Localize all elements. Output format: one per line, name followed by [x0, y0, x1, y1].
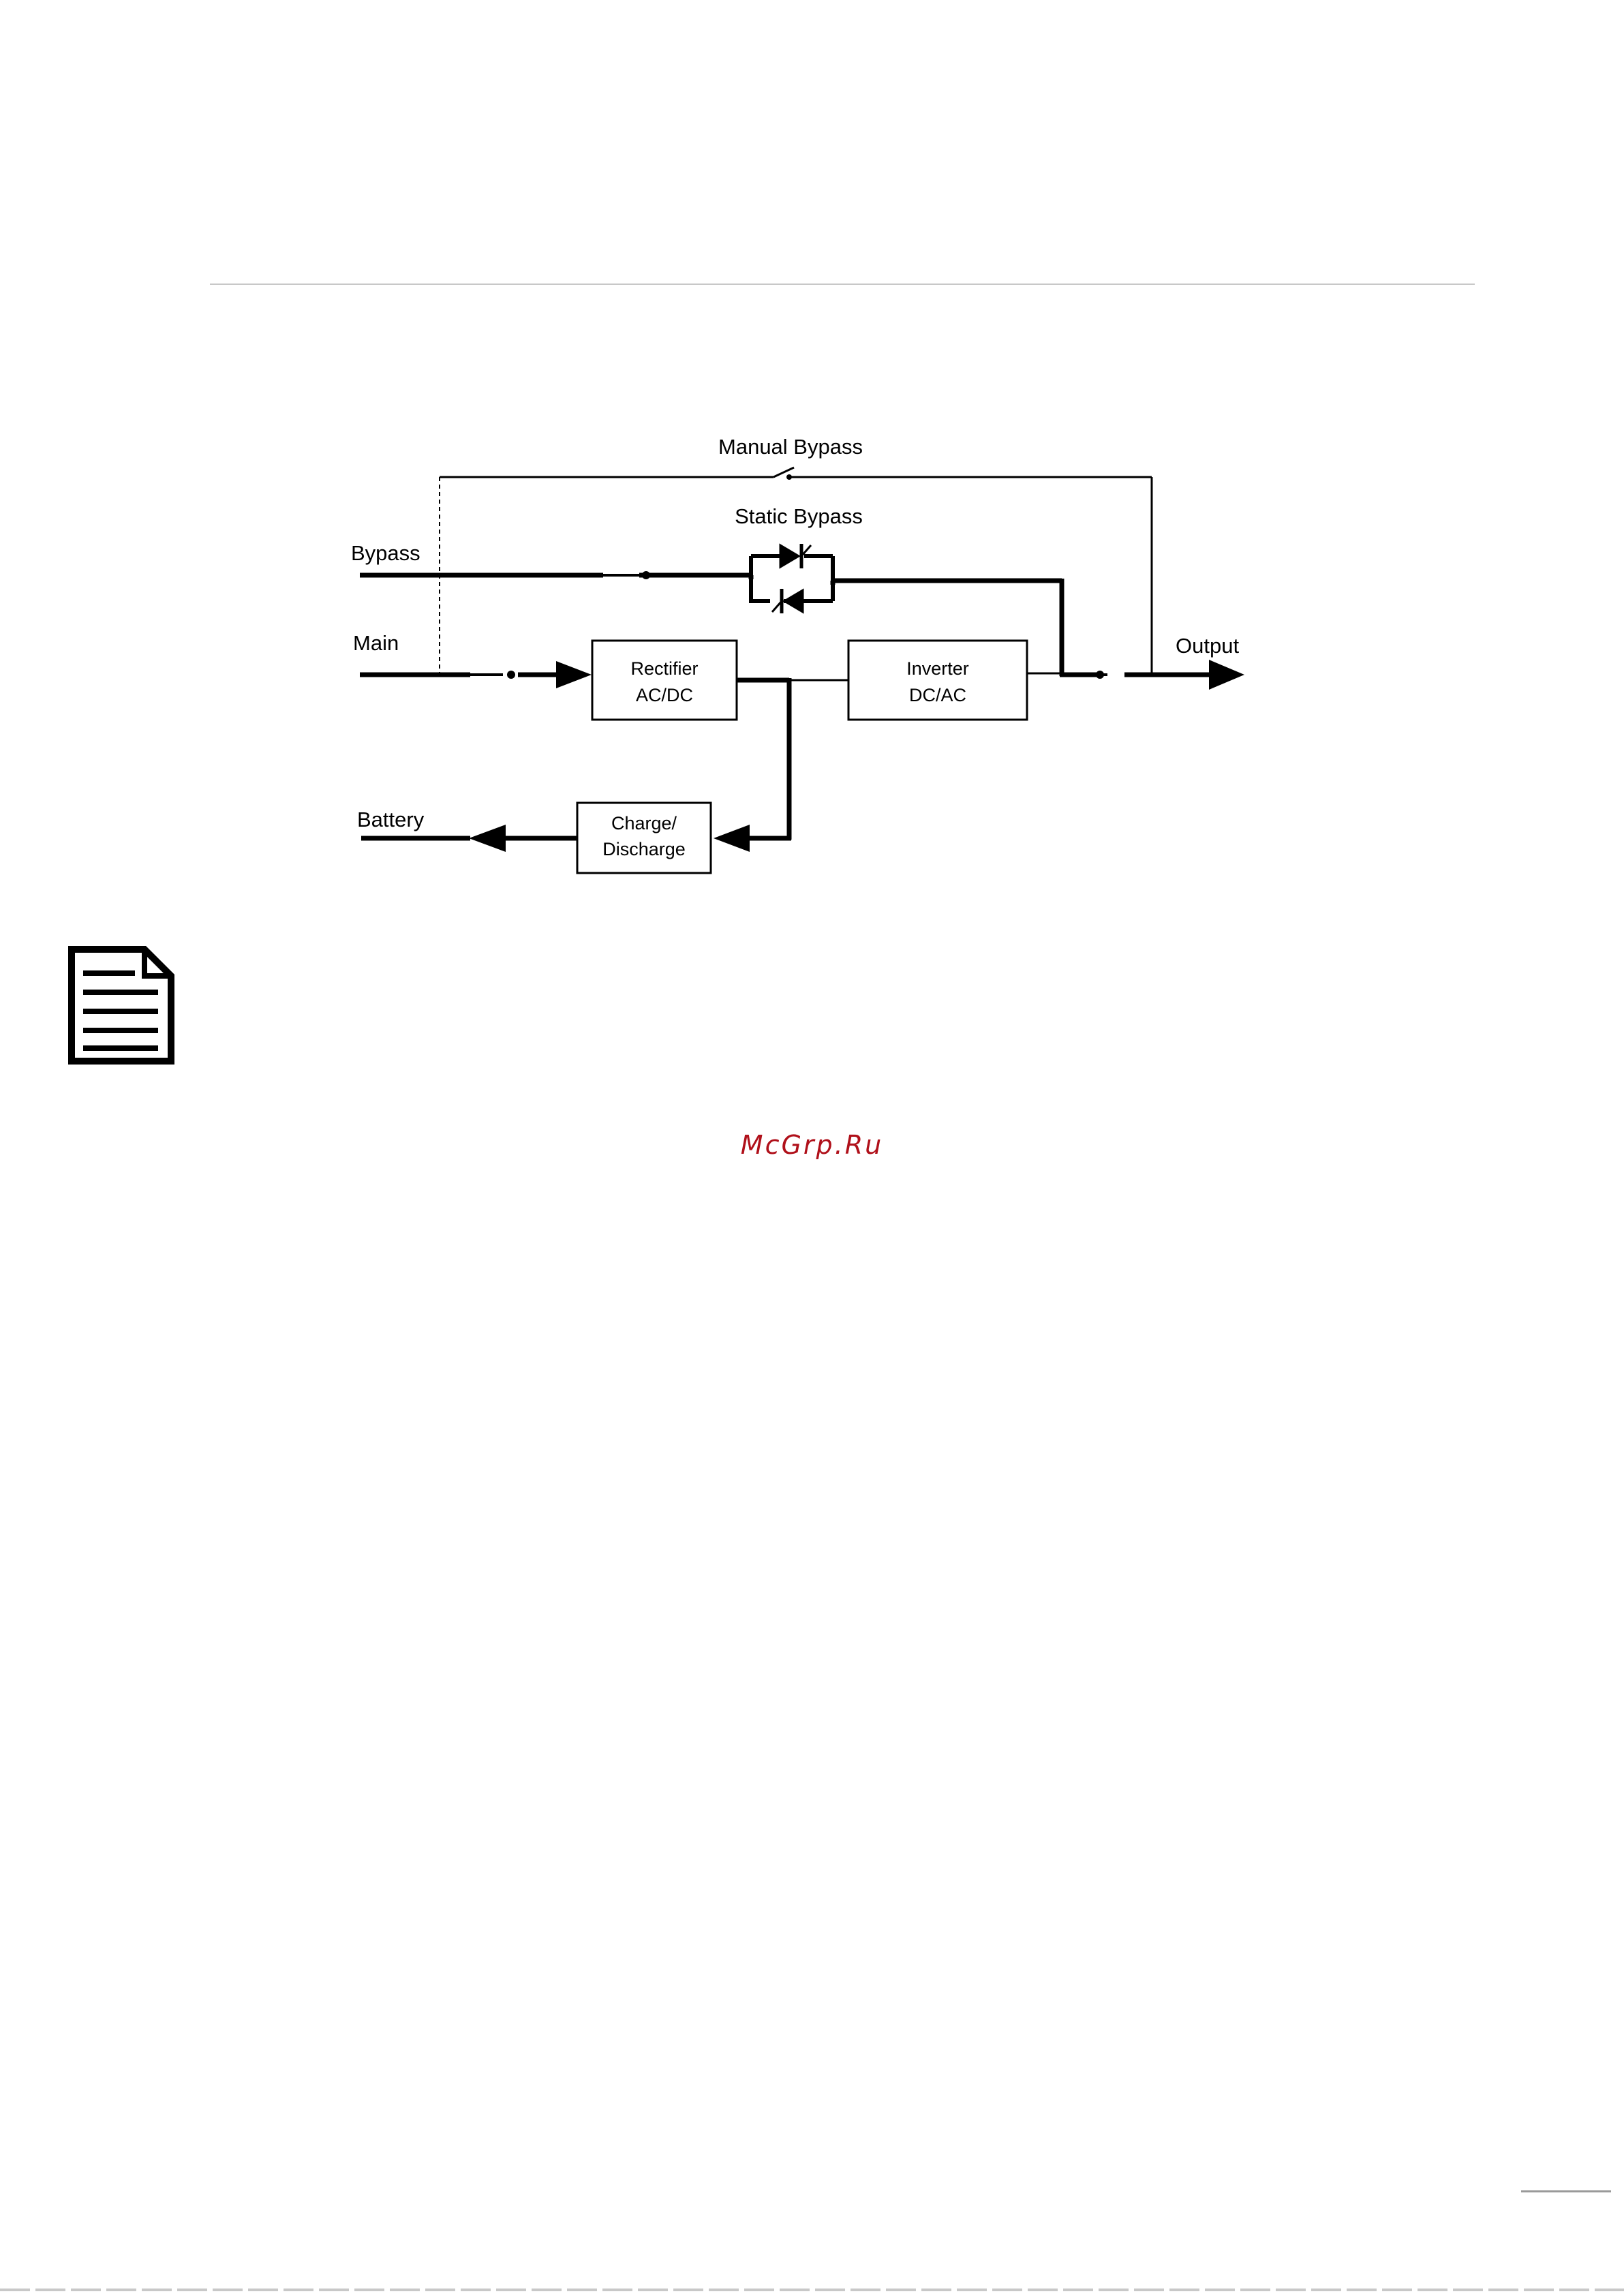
main-breaker-node [507, 671, 515, 679]
output-label: Output [1176, 634, 1239, 658]
output-breaker-node [1096, 671, 1104, 679]
rectifier-block [592, 641, 737, 720]
main-label: Main [353, 631, 399, 655]
charger-arrow-head [714, 825, 750, 852]
charger-label-line1: Charge/ [611, 813, 677, 833]
output-path [1027, 673, 1213, 675]
bypass-label: Bypass [351, 541, 420, 565]
rectifier-label-line2: AC/DC [636, 685, 693, 705]
dc-link [737, 678, 848, 840]
static-bypass-switch-icon [751, 544, 833, 613]
bypass-breaker-node [642, 571, 650, 579]
note-document-icon [68, 946, 174, 1065]
inverter-label-line2: DC/AC [909, 685, 966, 705]
bottom-border [0, 2289, 1624, 2291]
inverter-label-line1: Inverter [906, 658, 969, 679]
output-arrow-head [1209, 660, 1244, 690]
watermark-text: McGrp.Ru [0, 1130, 1624, 1160]
main-arrow-head [556, 661, 592, 688]
manual-bypass-label: Manual Bypass [718, 435, 863, 459]
battery-label: Battery [357, 808, 425, 831]
footer-rule [1521, 2190, 1611, 2192]
static-bypass-label: Static Bypass [735, 504, 863, 528]
rectifier-label-line1: Rectifier [630, 658, 698, 679]
ups-block-diagram: Rectifier AC/DC Inverter DC/AC Charge/ D… [0, 0, 1624, 900]
manual-bypass-path [440, 468, 1152, 675]
inverter-block [848, 641, 1027, 720]
charger-label-line2: Discharge [602, 839, 686, 859]
battery-arrow-head [469, 825, 506, 852]
